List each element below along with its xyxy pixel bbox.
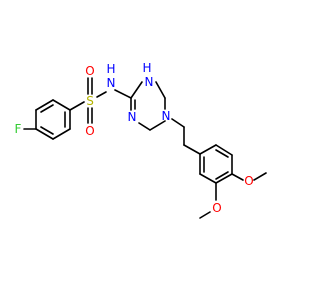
bond-ch2-ring [183,144,201,155]
bond-o-ch3-lower [199,211,211,219]
fluorophenyl-ring [35,99,71,140]
bond-c-o-upper [231,173,244,181]
nitrogen-atom-ring-imine: N [128,110,137,124]
bond [35,128,54,140]
sulfur-atom: S [86,94,94,108]
fluorine-atom: F [15,122,22,136]
bond-s-n [96,91,107,98]
bond-o-ch3-upper [253,172,267,181]
bond [155,81,166,99]
nitrogen-atom-ring-amine: N [162,109,171,123]
double-bond-inner [215,171,229,180]
bond-n-ch2 [171,118,185,128]
bond-n-c [114,89,132,99]
double-bond-inner [40,104,54,113]
bond [149,120,166,131]
bond [215,173,233,184]
hydrogen-atom-link: H [106,62,115,76]
oxygen-atom-methoxy-upper: O [244,174,253,188]
bond [35,99,54,111]
bond [138,122,151,131]
bond [215,144,233,156]
triazine-ring [130,81,166,131]
bond [52,128,71,140]
double-bond-inner [215,149,229,158]
double-bond-inner [40,126,54,135]
hydrogen-atom-ring: H [142,61,151,75]
nitrogen-atom-link: N [107,76,116,90]
molecule-structure-diagram: F S O O N H H N N N O O [15,61,267,219]
bond [199,144,217,155]
bond [130,81,143,99]
oxygen-atom-top: O [85,64,94,78]
nitrogen-atom-ring-nh: N [145,75,154,89]
bond [199,173,217,184]
bond-c-s [69,101,85,111]
oxygen-atom-methoxy-lower: O [212,201,221,215]
oxygen-atom-bottom: O [85,124,94,138]
bond [52,99,71,111]
dimethoxyphenyl-ring [199,144,233,184]
